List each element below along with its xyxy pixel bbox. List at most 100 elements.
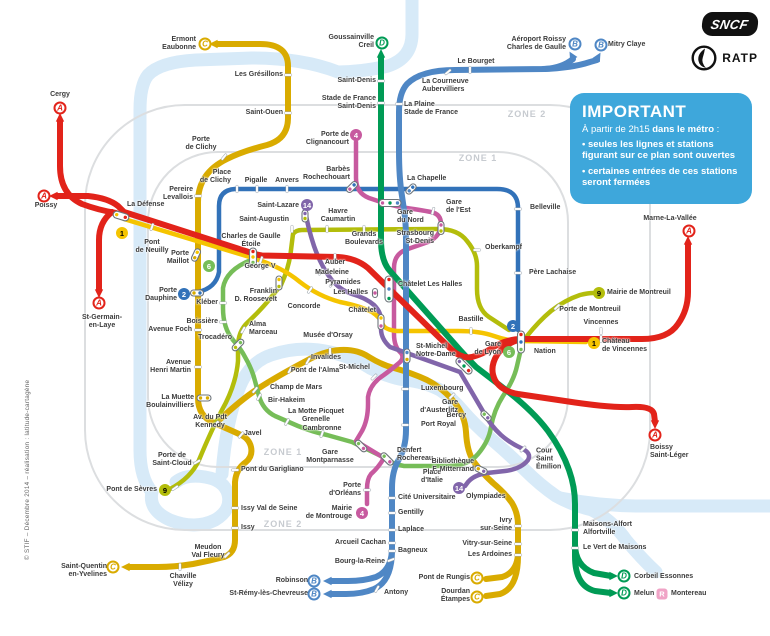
station-label: Boissy Saint-Léger (650, 444, 689, 459)
station-label: George V (244, 263, 276, 271)
station-tick (240, 326, 246, 334)
line-rer-a-boissy (489, 336, 658, 425)
station-label: Porte de Clichy (185, 136, 217, 151)
station-tick (599, 334, 603, 344)
station-label: Pyramides (325, 279, 361, 287)
interchange-marker (371, 287, 379, 299)
rer-badge-B: B (568, 37, 582, 51)
interchange-marker (405, 183, 417, 195)
station-label: Goussainville Creil (328, 34, 374, 49)
station-label: Bibliothèque F. Mitterrand (431, 458, 474, 473)
station-tick (328, 280, 336, 288)
interchange-marker (112, 210, 130, 222)
station-tick (178, 562, 182, 572)
station-tick (237, 431, 245, 439)
station-label: Gare du Nord (397, 209, 424, 224)
station-label: Avenue Foch (148, 326, 192, 334)
terminus-arrow-icon (94, 289, 104, 298)
terminus-arrow-icon (609, 588, 618, 598)
station-tick (513, 542, 523, 546)
metro-line-badge-14: 14 (453, 482, 465, 494)
station-tick (230, 526, 240, 530)
station-label: Kléber (196, 299, 218, 307)
station-label: Denfert Rochereau (397, 447, 434, 462)
river-seine-2 (553, 491, 770, 513)
station-label: Gare de l'Est (446, 199, 471, 214)
station-tick (430, 206, 436, 216)
station-label: Pereire Levallois (163, 186, 193, 201)
station-tick (319, 430, 325, 438)
station-tick (193, 459, 201, 465)
station-label: Alma Marceau (249, 321, 278, 336)
terminus-arrow-icon (209, 39, 218, 49)
interchange-marker (480, 410, 492, 422)
interchange-marker (189, 289, 205, 297)
station-tick (553, 303, 561, 311)
station-tick (333, 252, 337, 262)
station-label: Issy Val de Seine (241, 505, 298, 513)
station-tick (230, 506, 240, 510)
station-label: Maisons-Alfort Alfortville (583, 521, 632, 536)
sncf-logo: SNCF (700, 12, 760, 36)
station-tick (230, 468, 240, 472)
station-tick (149, 223, 155, 231)
station-label: Saint-Lazare (257, 202, 299, 210)
station-label: Bercy (446, 412, 466, 420)
station-label: Cambronne (302, 425, 342, 433)
station-label: Antony (384, 589, 409, 597)
station-tick (513, 207, 523, 211)
station-label: Châtelet Les Halles (398, 281, 463, 289)
station-label: Belleville (530, 204, 561, 212)
interchange-marker (196, 394, 212, 402)
station-label: Anvers (275, 177, 299, 185)
terminus-arrow-icon (650, 420, 660, 429)
line-rer-b-mitry (540, 57, 600, 72)
zone-label: ZONE 2 (507, 108, 547, 119)
station-tick (218, 320, 228, 324)
important-bullet-1: • seules les lignes et stations figurant… (582, 139, 736, 161)
station-label: Saint-Augustin (239, 216, 289, 224)
ratp-logo: RATP (691, 45, 758, 71)
station-tick (193, 365, 203, 369)
station-label: Porte de Saint-Cloud (152, 452, 192, 467)
station-tick (400, 423, 410, 427)
station-label: Dourdan Étampes (440, 588, 470, 603)
station-tick (285, 184, 289, 194)
interchange-marker (384, 275, 394, 303)
station-label: Porte Maillot (166, 250, 189, 265)
station-label: La Motte Picquet Grenelle (287, 408, 345, 423)
rer-badge-C: C (198, 37, 212, 51)
station-label: Pont de l'Alma (290, 367, 340, 375)
rer-badge-B: B (307, 574, 321, 588)
station-label: Aéroport Roissy Charles de Gaulle (506, 36, 566, 51)
station-label: Trocadéro (198, 334, 232, 342)
station-label: Saint-Quentin en-Yvelines (61, 563, 107, 578)
station-label: Poissy (34, 202, 58, 210)
station-tick (193, 328, 203, 332)
station-tick (469, 326, 473, 336)
station-tick (387, 549, 397, 553)
copyright-text: © STIF – Décembre 2014 – réalisation : l… (24, 379, 31, 560)
station-tick (374, 585, 380, 593)
station-label: Mairie de Montrouge (305, 505, 352, 520)
station-label: Avenue Henri Martin (150, 359, 191, 374)
station-label: Olympiades (466, 493, 506, 501)
zone-label: ZONE 1 (263, 446, 303, 457)
station-tick (171, 484, 179, 492)
station-label: St-Michel Notre-Dame (416, 343, 456, 358)
station-label: Bastille (458, 316, 484, 324)
rer-badge-D: D (617, 569, 631, 583)
station-label: Pigalle (244, 177, 268, 185)
station-label: Nation (534, 348, 556, 356)
station-label: Boissière (186, 318, 218, 326)
station-label: La Défense (127, 201, 165, 209)
station-tick (235, 184, 239, 194)
station-label: Robinson (275, 577, 308, 585)
station-tick (218, 301, 228, 305)
metro-line-badge-1: 1 (116, 227, 128, 239)
terminus-arrow-icon (49, 191, 58, 201)
rer-badge-B: B (307, 587, 321, 601)
station-label: Arcueil Cachan (335, 539, 386, 547)
station-label: La Chapelle (407, 175, 447, 183)
station-label: Porte d'Orléans (328, 482, 361, 497)
